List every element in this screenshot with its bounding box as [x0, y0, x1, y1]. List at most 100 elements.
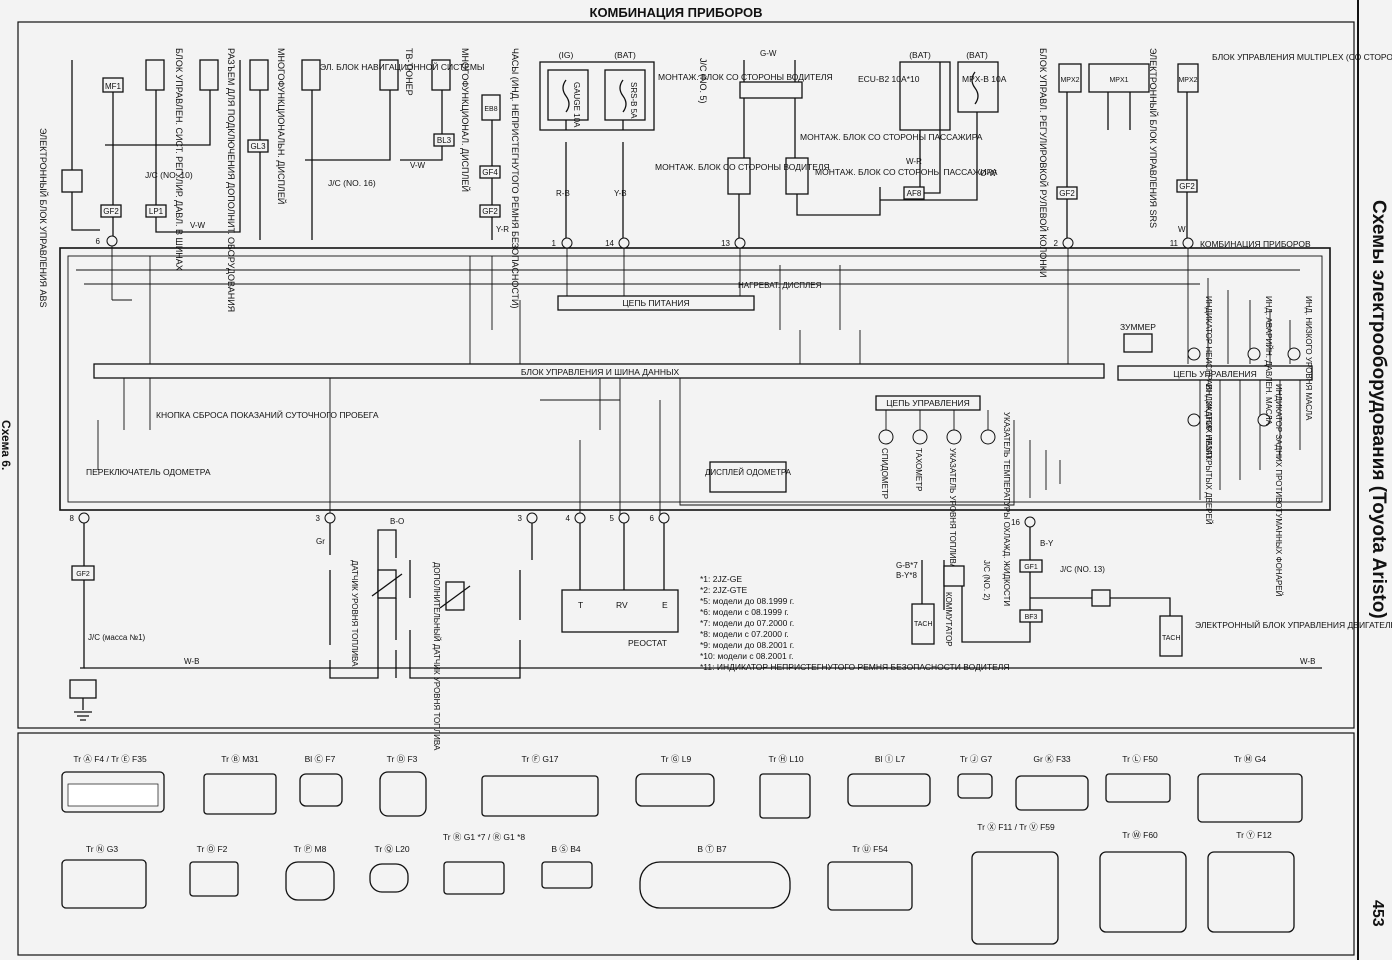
svg-text:*9: модели до 08.2001 г.: *9: модели до 08.2001 г.	[700, 640, 794, 650]
svg-text:ИНД. НИЗКОГО УРОВНЯ МАСЛА: ИНД. НИЗКОГО УРОВНЯ МАСЛА	[1304, 296, 1313, 421]
connector-mpx2	[1058, 63, 1082, 93]
svg-text:AF8: AF8	[907, 189, 922, 198]
svg-text:BF3: BF3	[1025, 614, 1038, 621]
label-tilt-ecu: БЛОК УПРАВЛ. РЕГУЛИРОВКОЙ РУЛЕВОЙ КОЛОНК…	[1038, 48, 1049, 278]
connector-sp3-g	[301, 59, 321, 91]
label-tv-tuner: ТВ-ТЮНЕР	[404, 48, 414, 96]
svg-text:ИНДИКАТОР НЕИСПРАВН. ЗАДНИХ ЛА: ИНДИКАТОР НЕИСПРАВН. ЗАДНИХ ЛАМП	[1204, 296, 1213, 459]
svg-text:B-Y*8: B-Y*8	[896, 571, 917, 580]
fuse-mpx-b	[957, 61, 999, 113]
label-nav-ecu: ЭЛ. БЛОК НАВИГАЦИОННОЙ СИСТЕМЫ	[320, 61, 484, 72]
svg-text:Tr Ⓓ F3: Tr Ⓓ F3	[387, 754, 418, 764]
top-feed-wires	[71, 60, 1188, 240]
pin-6n	[106, 235, 118, 247]
connector-sp3-d	[199, 59, 219, 91]
svg-text:GF2: GF2	[482, 207, 498, 216]
svg-text:МОНТАЖ. БЛОК СО СТОРОНЫ ПАССАЖ: МОНТАЖ. БЛОК СО СТОРОНЫ ПАССАЖИРА	[800, 132, 983, 142]
lamp-rear-fail	[1187, 347, 1201, 361]
svg-text:СПИДОМЕТР: СПИДОМЕТР	[880, 448, 889, 499]
fuel-gauge-symbol	[946, 429, 962, 445]
svg-text:1: 1	[552, 239, 557, 248]
page-number: 453	[1369, 900, 1386, 927]
svg-text:КОМБИНАЦИЯ ПРИБОРОВ: КОМБИНАЦИЯ ПРИБОРОВ	[1200, 239, 1311, 249]
junction-bl3	[433, 133, 455, 147]
svg-text:Bl Ⓒ F7: Bl Ⓒ F7	[305, 754, 336, 764]
svg-text:MPX-B 10A: MPX-B 10A	[962, 74, 1007, 84]
lamp-oil-level	[1287, 347, 1301, 361]
svg-text:TACH: TACH	[1162, 635, 1181, 642]
svg-text:*8: модели с 07.2000 г.: *8: модели с 07.2000 г.	[700, 629, 789, 639]
svg-text:МОНТАЖ. БЛОК СО СТОРОНЫ ВОДИТЕ: МОНТАЖ. БЛОК СО СТОРОНЫ ВОДИТЕЛЯ	[655, 162, 830, 172]
connector-g	[635, 773, 715, 807]
svg-text:Tr Ⓨ F12: Tr Ⓨ F12	[1236, 830, 1272, 840]
svg-text:МОНТАЖ. БЛОК СО СТОРОНЫ ВОДИТЕ: МОНТАЖ. БЛОК СО СТОРОНЫ ВОДИТЕЛЯ	[658, 72, 833, 82]
connector-sp3-f	[249, 59, 269, 91]
connector-o	[189, 861, 239, 897]
svg-text:ЦЕПЬ ПИТАНИЯ: ЦЕПЬ ПИТАНИЯ	[622, 298, 689, 308]
connector-p	[285, 861, 335, 901]
svg-text:Tr Ⓞ F2: Tr Ⓞ F2	[197, 844, 228, 854]
connector-mpx2-b	[1177, 63, 1199, 93]
svg-text:6: 6	[96, 237, 101, 246]
connector-d	[379, 771, 427, 817]
label-abs-ecu: ЭЛЕКТРОННЫЙ БЛОК УПРАВЛЕНИЯ ABS	[38, 128, 49, 308]
control-circuit-block	[875, 395, 981, 411]
side-title: Схемы электрооборудования (Toyota Aristo…	[1368, 200, 1389, 619]
meter-outer	[59, 247, 1331, 511]
svg-text:ИНДИКАТОР НЕЗАКРЫТЫХ ДВЕРЕЙ: ИНДИКАТОР НЕЗАКРЫТЫХ ДВЕРЕЙ	[1204, 384, 1213, 525]
svg-text:B-O: B-O	[390, 517, 404, 526]
connector-b	[203, 773, 277, 815]
connector-j	[957, 773, 993, 799]
indicator-lamps: ИНД. НИЗКОГО УРОВНЯ МАСЛА ИНД. АВАРИЙН. …	[1187, 296, 1313, 597]
svg-text:Gr Ⓚ F33: Gr Ⓚ F33	[1033, 754, 1071, 764]
svg-text:РЕОСТАТ: РЕОСТАТ	[628, 638, 667, 648]
wire-labels: V-W V-W Y-R R-B Y-B G-W W-R O-W B-Y W-B …	[184, 49, 1315, 666]
meter-internals: ЦЕПЬ ПИТАНИЯ БЛОК УПРАВЛЕНИЯ И ШИНА ДАНН…	[86, 281, 1313, 493]
svg-text:B Ⓢ B4: B Ⓢ B4	[551, 844, 581, 854]
connector-l	[1105, 773, 1171, 803]
connector-m	[1197, 773, 1303, 823]
svg-text:MF1: MF1	[105, 82, 122, 91]
svg-text:8: 8	[70, 514, 75, 523]
fuel-sender-aux	[445, 581, 465, 611]
svg-text:ДИСПЛЕЙ ОДОМЕТРА: ДИСПЛЕЙ ОДОМЕТРА	[705, 468, 792, 477]
svg-text:ДОПОЛНИТЕЛЬНЫЙ ДАТЧИК УРОВНЯ Т: ДОПОЛНИТЕЛЬНЫЙ ДАТЧИК УРОВНЯ ТОПЛИВА	[432, 562, 441, 751]
svg-text:GF2: GF2	[1059, 189, 1075, 198]
fuse-ecu-b2	[899, 61, 951, 131]
svg-text:V-W: V-W	[190, 221, 206, 230]
connector-c	[299, 773, 343, 807]
svg-text:Tr Ⓠ L20: Tr Ⓠ L20	[374, 844, 409, 854]
igniter-tach	[911, 603, 935, 645]
connector-views: Tr Ⓐ F4 / Tr Ⓔ F35 Tr Ⓑ M31 Bl Ⓒ F7 Tr Ⓓ…	[61, 754, 1303, 945]
connector-eb8	[481, 94, 501, 121]
svg-text:Tr Ⓖ L9: Tr Ⓖ L9	[661, 754, 692, 764]
svg-text:Tr Ⓟ M8: Tr Ⓟ M8	[294, 844, 327, 854]
connector-f	[481, 775, 599, 817]
connector-x-v	[971, 851, 1059, 945]
odometer-display-block	[709, 461, 787, 493]
svg-text:ЭЛЕКТРОННЫЙ БЛОК УПРАВЛЕНИЯ ДВ: ЭЛЕКТРОННЫЙ БЛОК УПРАВЛЕНИЯ ДВИГАТЕЛЕМ	[1195, 619, 1392, 630]
svg-text:W: W	[1178, 225, 1186, 234]
jc-13	[1091, 589, 1111, 607]
svg-text:GF1: GF1	[1024, 564, 1038, 571]
scheme-label: Схема 6.	[0, 420, 13, 470]
svg-text:GF2: GF2	[103, 207, 119, 216]
svg-text:ЦЕПЬ УПРАВЛЕНИЯ: ЦЕПЬ УПРАВЛЕНИЯ	[886, 398, 970, 408]
svg-text:Tr Ⓝ G3: Tr Ⓝ G3	[86, 844, 119, 854]
svg-text:ECU-B2 10A*10: ECU-B2 10A*10	[858, 74, 920, 84]
rheostat-block	[561, 589, 679, 633]
svg-text:Tr Ⓧ F11 / Tr Ⓥ F59: Tr Ⓧ F11 / Tr Ⓥ F59	[977, 822, 1055, 832]
svg-text:W-R: W-R	[906, 157, 922, 166]
pin-1m	[561, 237, 573, 249]
svg-text:T: T	[578, 600, 583, 610]
ground-icon	[74, 698, 92, 721]
svg-text:(BAT): (BAT)	[966, 50, 988, 60]
svg-text:16: 16	[1011, 518, 1020, 527]
footnotes: *1: 2JZ-GE *2: 2JZ-GTE *5: модели до 08.…	[700, 574, 1009, 672]
svg-text:Tr Ⓤ F54: Tr Ⓤ F54	[852, 844, 888, 854]
svg-text:Bl Ⓘ L7: Bl Ⓘ L7	[875, 754, 906, 764]
lamp-oil-pressure	[1247, 347, 1261, 361]
svg-text:Y-B: Y-B	[614, 189, 627, 198]
svg-text:B Ⓣ B7: B Ⓣ B7	[697, 844, 727, 854]
